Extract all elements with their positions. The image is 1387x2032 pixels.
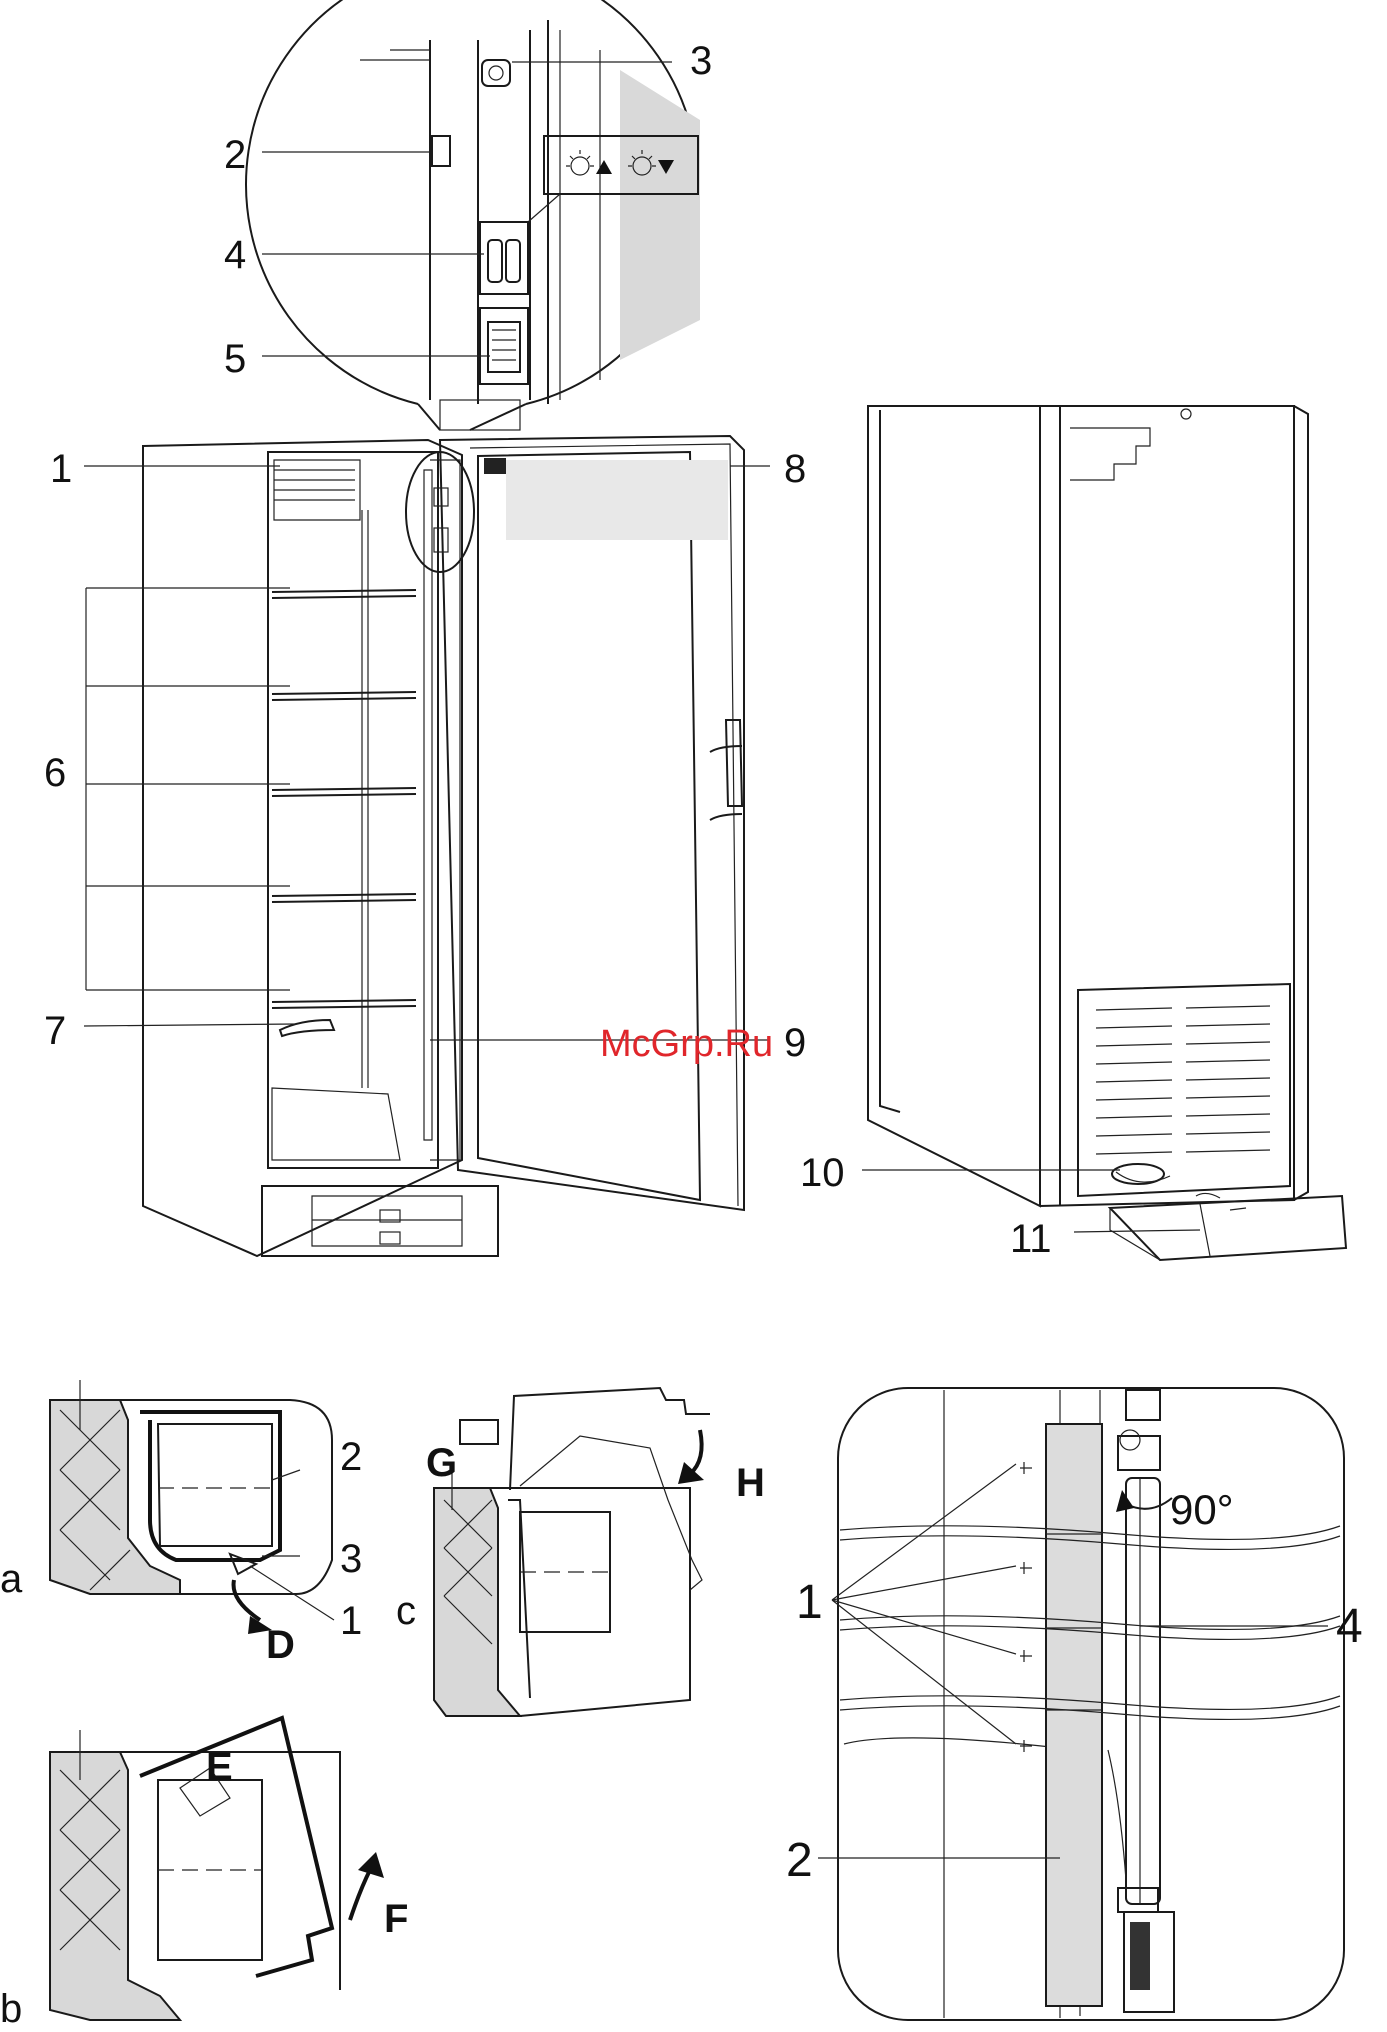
label-1: 1 [50, 447, 72, 491]
arrow-label-h: H [736, 1461, 765, 1505]
open-door [430, 436, 744, 1210]
label-3: 3 [690, 39, 712, 83]
label-6: 6 [44, 751, 66, 795]
detail-c-label: c [396, 1589, 416, 1633]
rotation-angle-label: 90° [1170, 1486, 1234, 1533]
vent-grille [1096, 1006, 1270, 1154]
leader-lines [84, 62, 1328, 1858]
detail-a [50, 1380, 332, 1634]
watermark: McGrp.Ru [600, 1023, 773, 1065]
label-8: 8 [784, 447, 806, 491]
cabinet-front-view [143, 440, 498, 1256]
screws [1020, 1462, 1032, 1752]
arrow-label-e: E [206, 1745, 233, 1789]
label-2: 2 [224, 133, 246, 177]
label-4: 4 [224, 233, 246, 277]
hinge-label-1: 1 [796, 1576, 823, 1629]
arrow-label-f: F [384, 1897, 408, 1941]
control-panel-detail [246, 0, 700, 430]
label-7: 7 [44, 1009, 66, 1053]
cabinet-back-view [868, 406, 1346, 1260]
arrow-label-g: G [426, 1441, 457, 1485]
label-10: 10 [800, 1151, 845, 1195]
shelves [272, 590, 416, 1008]
light-up-icon [566, 150, 612, 175]
detail-c [434, 1388, 710, 1716]
label-11: 11 [1010, 1217, 1052, 1261]
detail-a-label: a [0, 1557, 23, 1601]
hinge-label-4: 4 [1336, 1600, 1363, 1653]
label-5: 5 [224, 337, 246, 381]
detail-a-label-2: 2 [340, 1435, 362, 1479]
labels: 1 2 3 4 5 6 7 8 9 10 11 McGrp.Ru a b c 2… [0, 39, 1363, 2031]
label-9: 9 [784, 1021, 806, 1065]
hinge-label-2: 2 [786, 1834, 813, 1887]
detail-a-label-1: 1 [340, 1599, 362, 1643]
arrow-label-d: D [266, 1623, 295, 1667]
hinge-detail [838, 1388, 1344, 2020]
detail-a-label-3: 3 [340, 1537, 362, 1581]
detail-b-label: b [0, 1987, 22, 2031]
